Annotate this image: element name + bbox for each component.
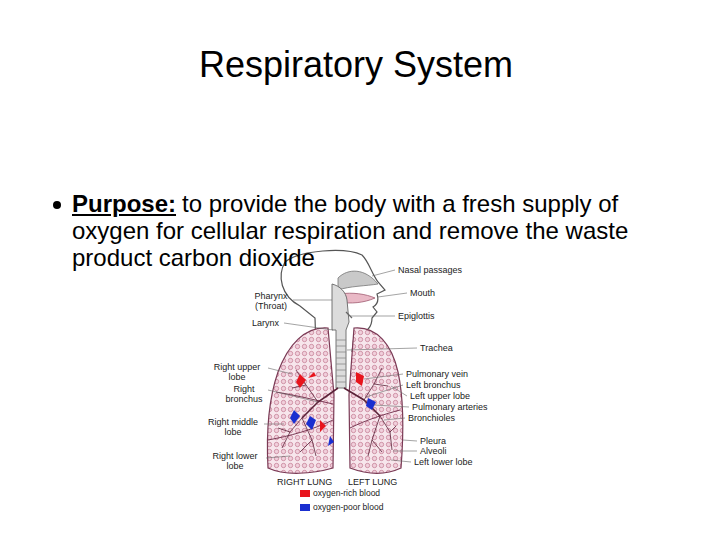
bullet-text: Purpose:to provide the body with a fresh… [72,190,647,271]
part-label: Pulmonary arteries [412,402,488,412]
part-label: RIGHT LUNG [277,477,332,487]
oxygen-poor-vessels [290,398,376,446]
part-label: Left upper lobe [410,391,470,401]
part-label: Right bronchus [222,384,266,404]
part-label: Right lower lobe [206,451,264,471]
legend-text: oxygen-rich blood [313,488,380,498]
slide-title: Respiratory System [0,44,716,86]
part-label: Left bronchus [406,380,461,390]
part-label: Bronchioles [408,413,455,423]
part-label: Pulmonary vein [406,369,468,379]
oxygen-rich-vessels [296,372,364,432]
bullet-dot [53,201,61,209]
nasal-cavity [338,271,378,290]
part-label: Left lower lobe [414,457,473,467]
part-label: Trachea [420,343,453,353]
part-label: LEFT LUNG [348,477,397,487]
trachea-rings [336,340,346,382]
legend-swatch [300,504,310,511]
right-lung [267,328,334,473]
part-label: Right middle lobe [204,417,262,437]
part-label: Larynx [252,318,279,328]
epiglottis-flap [346,312,352,318]
part-label: Alveoli [420,446,447,456]
bullet-heading: Purpose: [72,190,176,217]
legend-swatch [300,490,310,497]
part-label: Pharynx (Throat) [250,291,292,311]
part-label: Nasal passages [398,265,462,275]
airway-tube [332,284,349,388]
bronchioles [278,368,396,456]
part-label: Mouth [410,288,435,298]
legend-text: oxygen-poor blood [313,502,383,512]
part-label: Right upper lobe [208,362,266,382]
part-label: Pleura [420,436,446,446]
part-label: Epiglottis [398,311,435,321]
